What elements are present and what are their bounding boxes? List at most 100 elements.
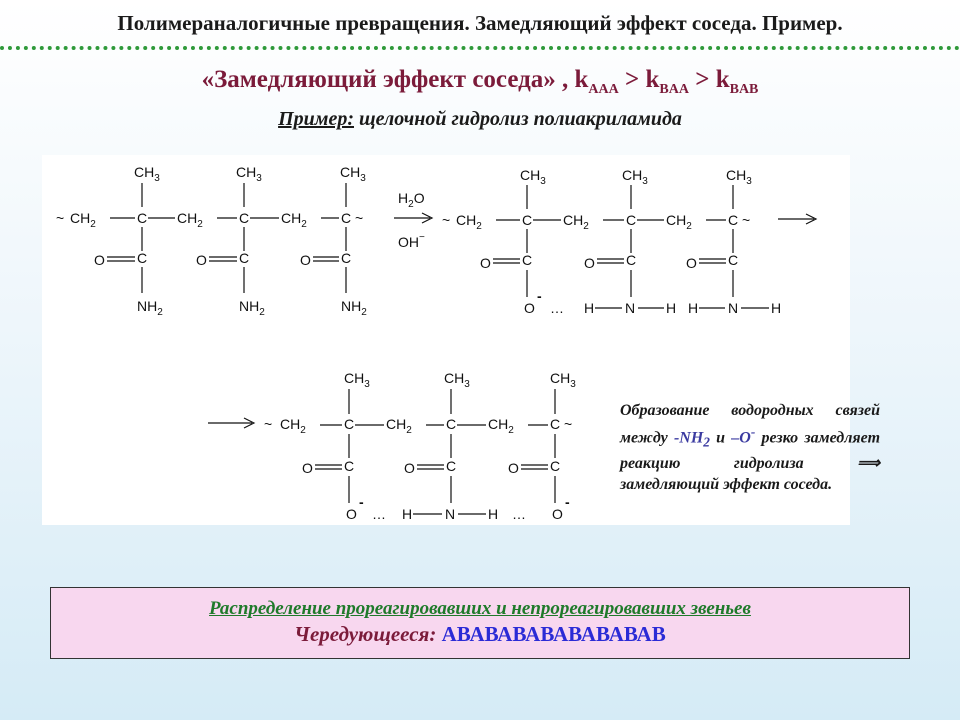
ch2-ch: CH: [488, 416, 508, 432]
c-atom: C: [626, 212, 636, 228]
ch2-sub: 2: [197, 219, 203, 230]
example-line: Пример: щелочной гидролиз полиакриламида: [0, 108, 960, 131]
ch3-sub: 3: [570, 379, 576, 390]
reaction-arrowhead: [421, 212, 434, 224]
o-anion: O: [552, 506, 563, 522]
h-bond-dots: …: [512, 506, 526, 522]
c-atom: C: [137, 250, 147, 266]
ch2-label: CH2: [456, 212, 482, 232]
o-atom: O: [508, 460, 519, 476]
nh2-sub: 2: [259, 307, 265, 318]
note-line-2: резко замедляет реакцию гидролиза: [620, 429, 881, 472]
note-line-1: Образование водородных связей между: [620, 402, 880, 447]
note-o-sup: -: [750, 424, 756, 439]
o-anion: O: [524, 300, 535, 316]
continue-arrowhead: [243, 417, 256, 429]
c-atom: C: [344, 416, 354, 432]
ch3-ch: CH: [726, 167, 746, 183]
h-atom: H: [688, 300, 698, 316]
tilde-1: ~: [56, 210, 64, 226]
ch3-label: CH3: [726, 167, 752, 187]
h-bond-dots: …: [372, 506, 386, 522]
ch3-ch: CH: [340, 164, 360, 180]
rule-title-text: «Замедляющий эффект соседа» , k: [201, 66, 589, 93]
ch3-ch: CH: [344, 370, 364, 386]
note-line-3: замедляющий эффект соседа.: [620, 475, 833, 493]
ch2-sub: 2: [301, 219, 307, 230]
ch2-label: CH2: [177, 210, 203, 230]
ch3-label: CH3: [550, 370, 576, 390]
ch2-sub: 2: [90, 219, 96, 230]
ch2-ch: CH: [177, 210, 197, 226]
h-atom: H: [402, 506, 412, 522]
ch3-label: CH3: [622, 167, 648, 187]
ch3-sub: 3: [746, 176, 752, 187]
reagent-water: H2O: [398, 190, 425, 210]
reaction-scheme: ~ CH2 C CH2 C CH2 C ~ CH3 C O NH2 CH3 C …: [56, 164, 818, 522]
ch3-ch: CH: [134, 164, 154, 180]
distribution-line: Чередующееся: АВАВАВАВАВАВАВАВ: [51, 622, 909, 647]
rule-subscript-aaa: AAA: [588, 82, 619, 97]
ch2-sub: 2: [583, 221, 589, 232]
ch3-label: CH3: [344, 370, 370, 390]
ch3-sub: 3: [540, 176, 546, 187]
ch2-sub: 2: [476, 221, 482, 232]
o-atom: O: [480, 255, 491, 271]
tilde-1: ~: [355, 210, 363, 226]
ch3-sub: 3: [360, 173, 366, 184]
ch3-sub: 3: [364, 379, 370, 390]
reagent-h: H: [398, 190, 408, 206]
h-atom: H: [666, 300, 676, 316]
ch3-label: CH3: [340, 164, 366, 184]
continue-arrowhead: [805, 213, 818, 225]
ch2-label: CH2: [280, 416, 306, 436]
note-nh2-sub: 2: [703, 434, 710, 450]
ch3-ch: CH: [550, 370, 570, 386]
ch2-ch: CH: [666, 212, 686, 228]
c-atom: C: [344, 458, 354, 474]
h-bond-dots: …: [550, 300, 564, 316]
ch2-ch: CH: [70, 210, 90, 226]
c-atom: C: [341, 250, 351, 266]
note-and: и: [709, 429, 732, 447]
nh2-nh: NH: [341, 298, 361, 314]
n-atom: N: [445, 506, 455, 522]
nh2-label: NH2: [137, 298, 163, 318]
o-atom: O: [302, 460, 313, 476]
ch2-ch: CH: [280, 416, 300, 432]
reagent-sub: 2: [408, 199, 414, 210]
o-anion-charge: -: [537, 288, 542, 304]
ch3-sub: 3: [642, 176, 648, 187]
reaction-scheme-panel: ~ CH2 C CH2 C CH2 C ~ CH3 C O NH2 CH3 C …: [42, 155, 850, 525]
ch3-ch: CH: [444, 370, 464, 386]
ch2-ch: CH: [386, 416, 406, 432]
c-atom: C: [728, 212, 738, 228]
c-atom: C: [341, 210, 351, 226]
c-atom: C: [137, 210, 147, 226]
o-atom: O: [584, 255, 595, 271]
reagent-o: O: [414, 190, 425, 206]
ch3-label: CH3: [236, 164, 262, 184]
ch3-label: CH3: [134, 164, 160, 184]
nh2-nh: NH: [137, 298, 157, 314]
note-o: –О: [731, 429, 751, 447]
ch3-sub: 3: [154, 173, 160, 184]
rule-gt-2: > k: [688, 66, 730, 93]
tilde-2: ~: [742, 212, 750, 228]
c-atom: C: [446, 416, 456, 432]
rule-title: «Замедляющий эффект соседа» , kAAA > kBA…: [0, 66, 960, 98]
dotted-divider: [0, 46, 960, 50]
ch3-label: CH3: [444, 370, 470, 390]
o-anion-charge: -: [359, 494, 364, 510]
ch3-ch: CH: [622, 167, 642, 183]
ch2-ch: CH: [456, 212, 476, 228]
ch2-sub: 2: [300, 425, 306, 436]
c-atom: C: [522, 212, 532, 228]
n-atom: N: [625, 300, 635, 316]
example-text: щелочной гидролиз полиакриламида: [354, 108, 682, 130]
h-atom: H: [584, 300, 594, 316]
ch2-label: CH2: [563, 212, 589, 232]
ch2-label: CH2: [70, 210, 96, 230]
note-nh2: -NH: [673, 429, 704, 447]
ch3-ch: CH: [236, 164, 256, 180]
